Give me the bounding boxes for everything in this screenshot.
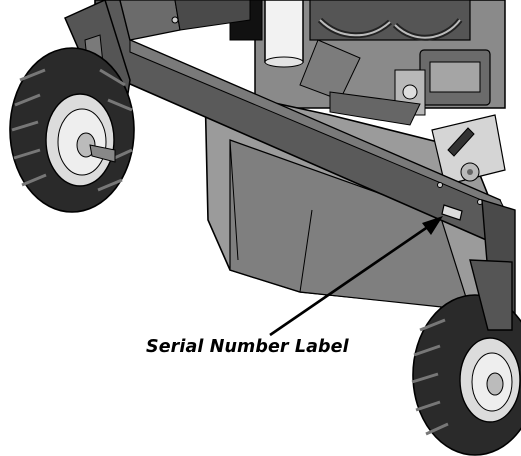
engine-icon xyxy=(229,0,506,116)
left-wheel-icon xyxy=(9,0,135,213)
right-wheel-icon xyxy=(411,259,521,456)
serial-number-label-callout: Serial Number Label xyxy=(146,337,349,357)
serial-plate-icon xyxy=(441,204,463,221)
callout-arrow xyxy=(269,216,443,337)
